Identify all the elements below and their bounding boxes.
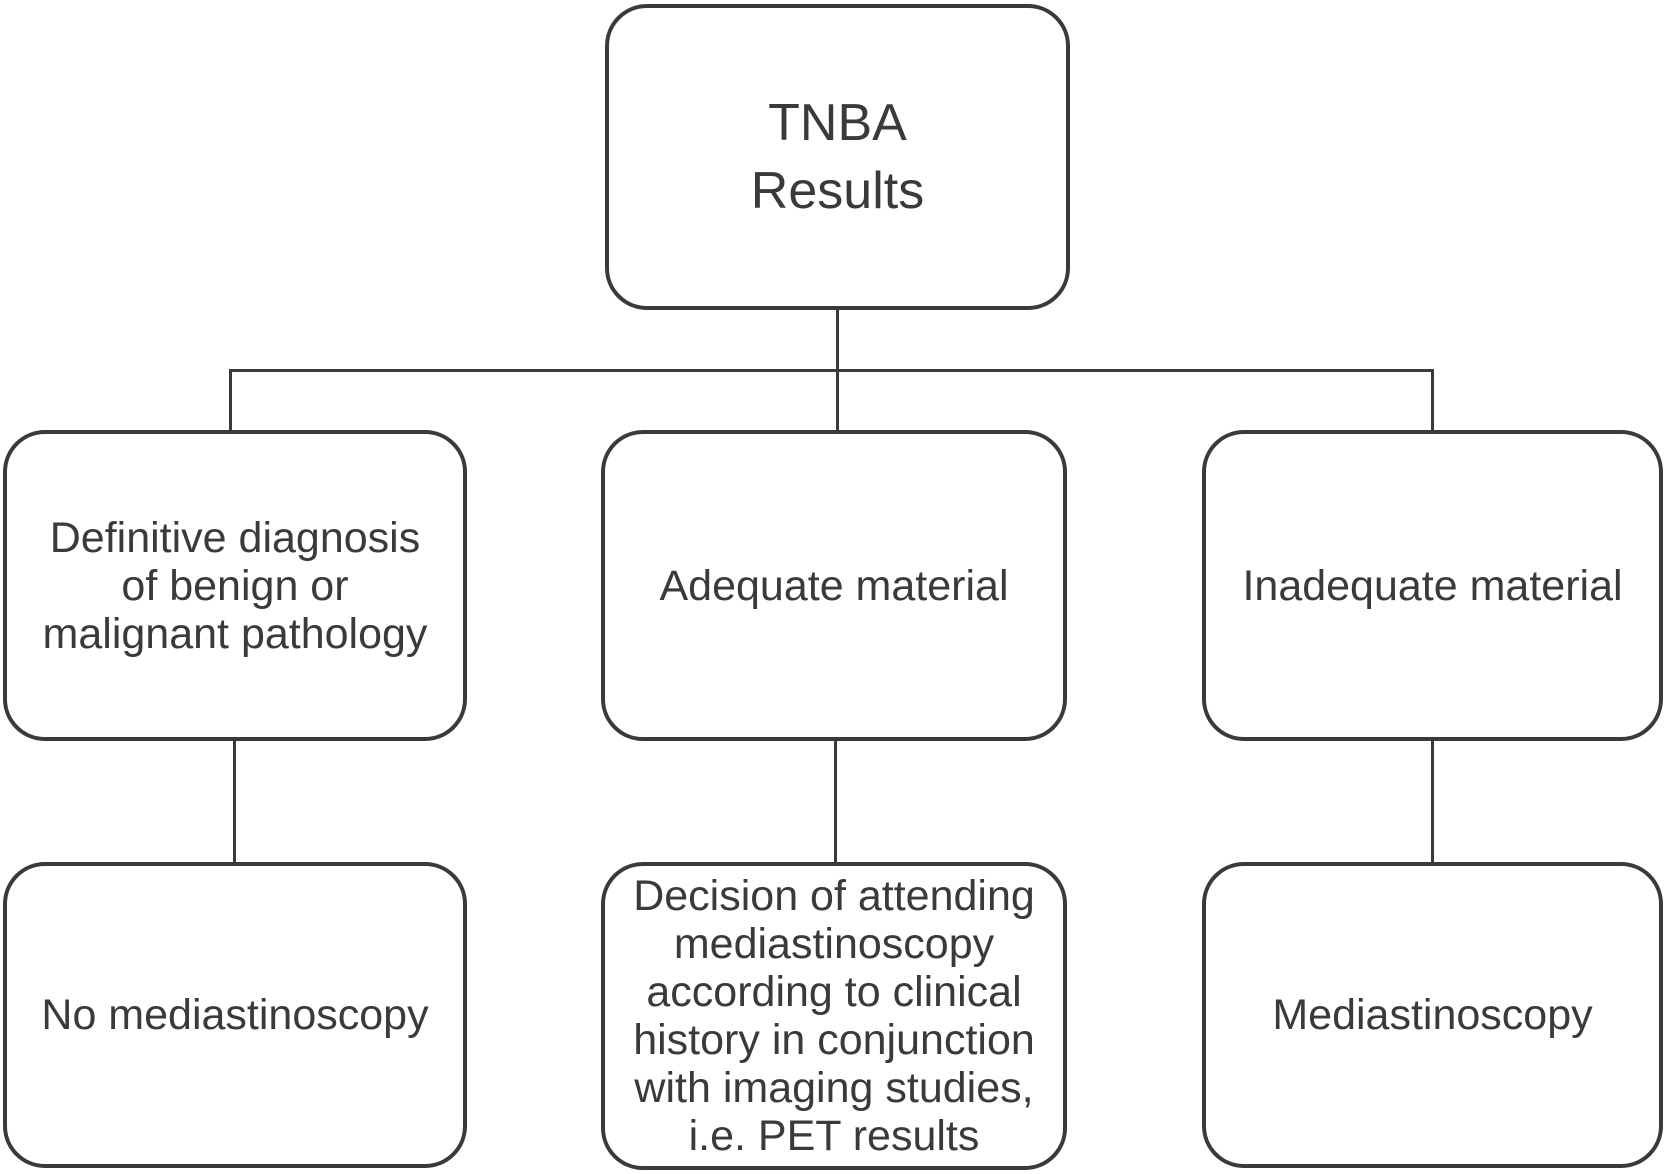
connector-branch-left-stem: [229, 369, 232, 432]
node-inadequate-material-label: Inadequate material: [1242, 561, 1623, 610]
connector-adequate-to-decision: [834, 739, 837, 865]
node-adequate-material-label: Adequate material: [659, 561, 1009, 610]
node-decision-of-attending: Decision of attending mediastinoscopy ac…: [601, 862, 1067, 1170]
connector-branch-bar: [229, 369, 1434, 372]
node-inadequate-material: Inadequate material: [1202, 430, 1663, 741]
node-mediastinoscopy-label: Mediastinoscopy: [1272, 991, 1593, 1039]
node-decision-of-attending-label: Decision of attending mediastinoscopy ac…: [633, 872, 1035, 1160]
node-mediastinoscopy: Mediastinoscopy: [1202, 862, 1663, 1168]
connector-inadequate-to-mediastinoscopy: [1431, 739, 1434, 865]
node-definitive-diagnosis: Definitive diagnosis of benign or malign…: [3, 430, 467, 741]
node-tnba-results: TNBA Results: [605, 4, 1070, 310]
node-no-mediastinoscopy-label: No mediastinoscopy: [41, 991, 429, 1039]
node-tnba-results-label: TNBA Results: [750, 94, 925, 220]
node-adequate-material: Adequate material: [601, 430, 1067, 741]
connector-branch-right-stem: [1431, 369, 1434, 432]
node-no-mediastinoscopy: No mediastinoscopy: [3, 862, 467, 1168]
node-definitive-diagnosis-label: Definitive diagnosis of benign or malign…: [42, 513, 428, 658]
connector-definitive-to-no-mediastinoscopy: [233, 739, 236, 865]
